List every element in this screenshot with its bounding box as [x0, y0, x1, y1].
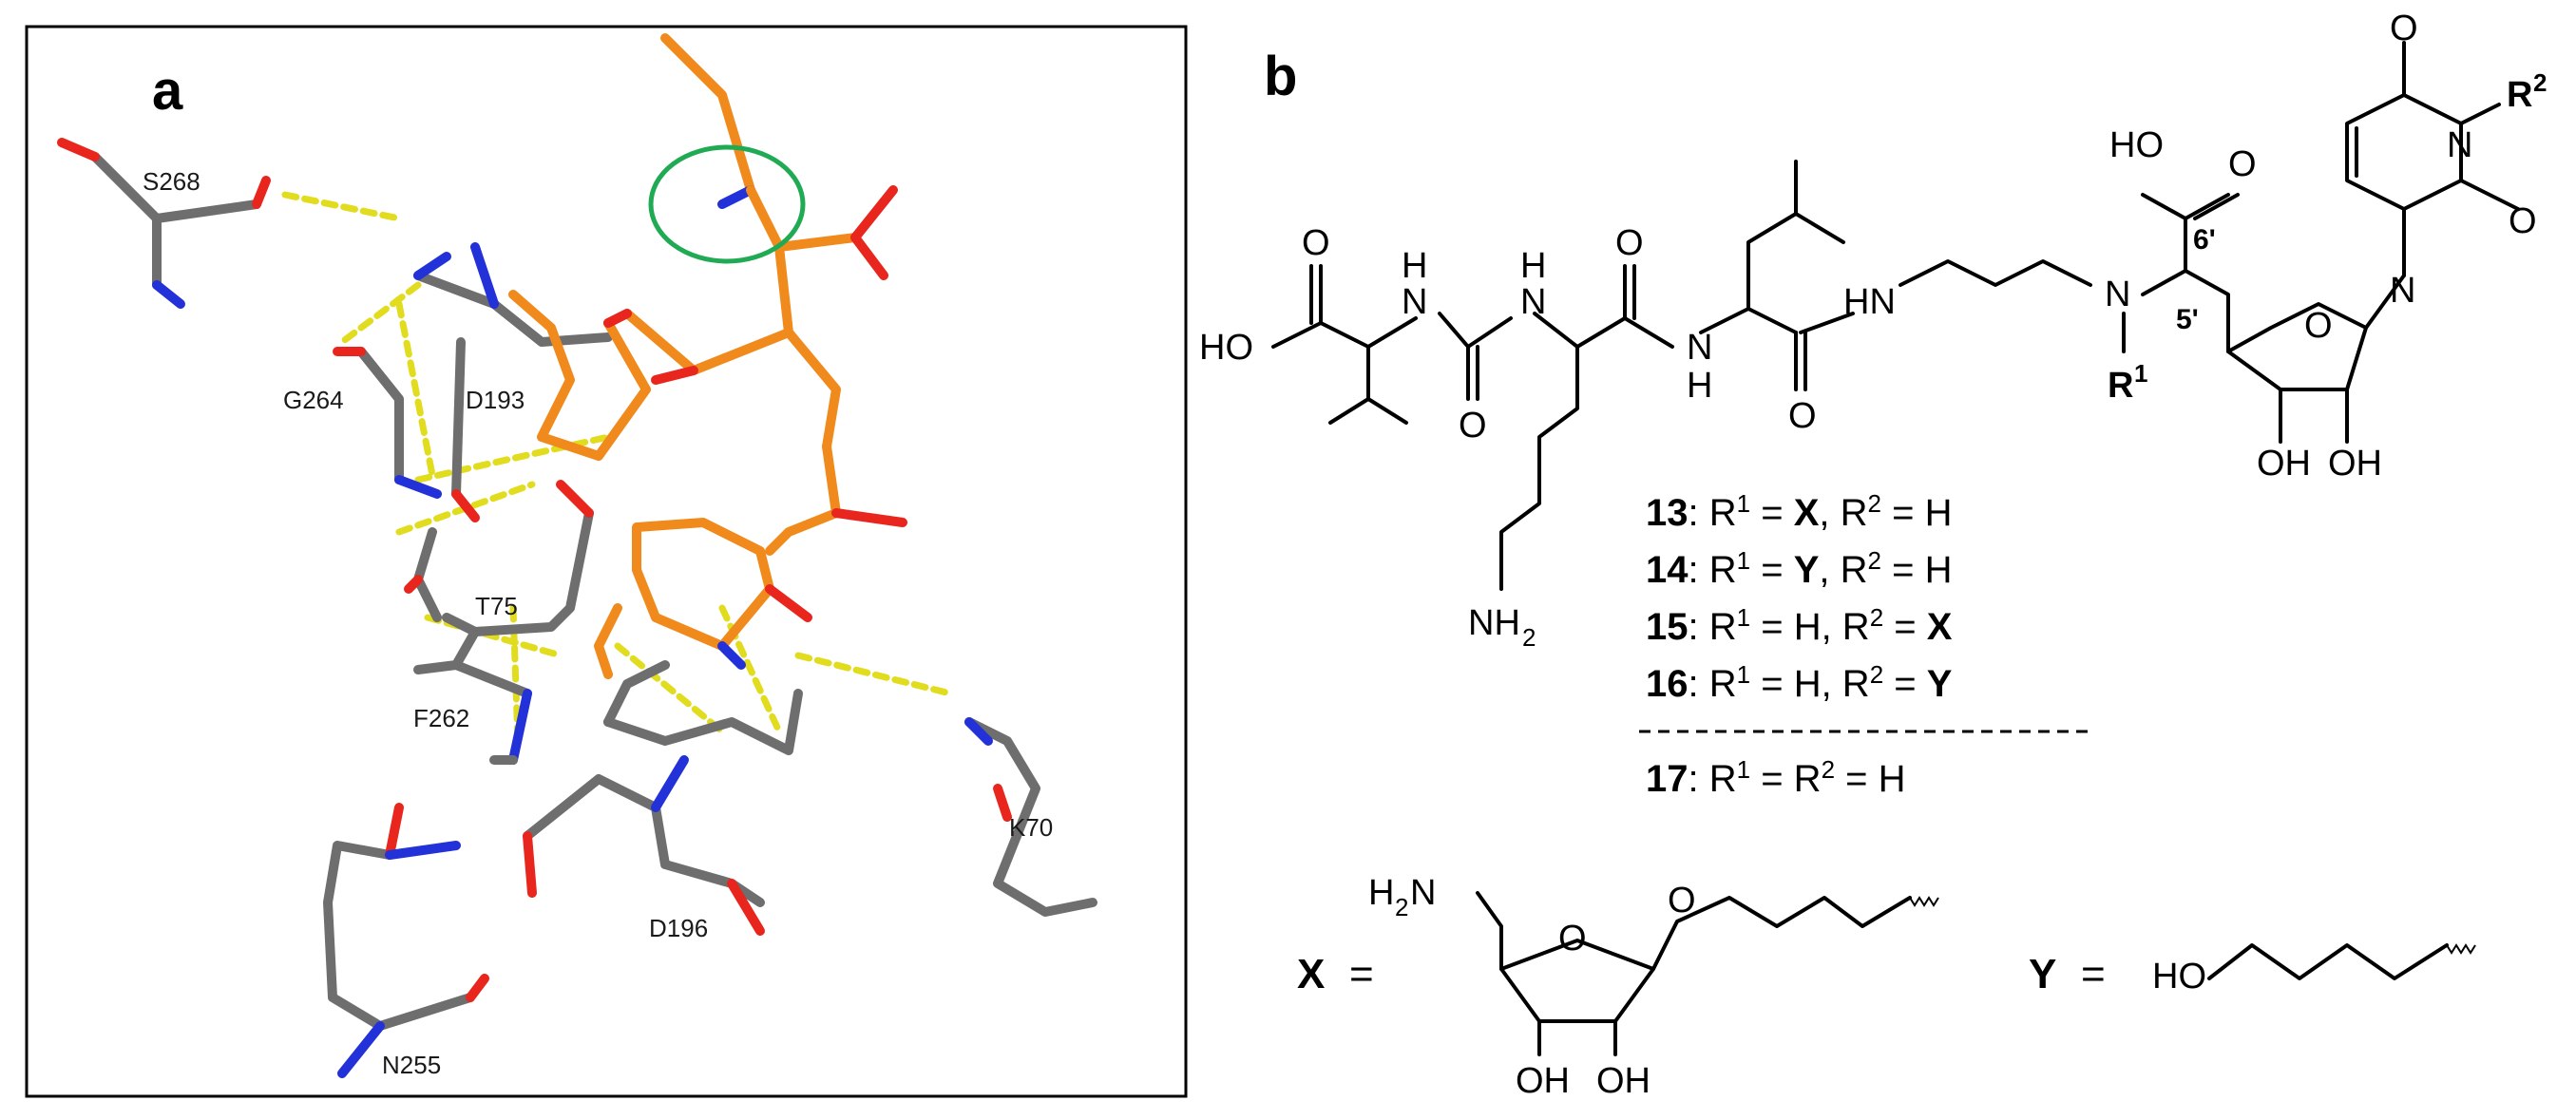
panel-a: a — [25, 25, 1188, 1098]
svg-text:Y: Y — [2029, 951, 2056, 997]
label-f262: F262 — [413, 704, 469, 732]
svg-text:N: N — [1410, 873, 1436, 913]
main-structure-bonds — [1271, 41, 2520, 591]
panel-a-frame — [25, 25, 1188, 1098]
svg-text:HN: HN — [1843, 282, 1896, 322]
x-substituent: X = H 2 N O O OH OH — [1297, 873, 1939, 1101]
svg-text:N: N — [1402, 282, 1427, 322]
svg-text:17: R1 = R2 = H: 17: R1 = R2 = H — [1646, 755, 1906, 800]
label-g264: G264 — [283, 386, 344, 414]
label-n255: N255 — [382, 1051, 441, 1079]
svg-text:HO: HO — [1199, 328, 1253, 368]
svg-text:X: X — [1297, 951, 1325, 997]
svg-text:NH: NH — [1468, 603, 1520, 643]
svg-text:O: O — [1788, 396, 1817, 436]
svg-text:=: = — [2081, 951, 2106, 997]
label-d196: D196 — [649, 914, 708, 942]
svg-text:O: O — [2304, 306, 2333, 346]
svg-text:16: R1 = H, R2 = Y: 16: R1 = H, R2 = Y — [1646, 660, 1953, 705]
svg-text:2: 2 — [2533, 68, 2547, 97]
svg-text:O: O — [1615, 223, 1644, 263]
svg-text:N: N — [2105, 275, 2130, 314]
svg-text:OH: OH — [1596, 1061, 1651, 1101]
label-k70: K70 — [1009, 813, 1053, 842]
svg-text:2: 2 — [1395, 893, 1408, 921]
panel-a-letter: a — [152, 60, 183, 122]
svg-text:N: N — [2390, 271, 2415, 311]
svg-text:H: H — [1402, 246, 1427, 286]
svg-text:O: O — [2228, 144, 2257, 184]
svg-text:H: H — [1368, 873, 1394, 913]
svg-text:O: O — [1558, 919, 1587, 959]
label-s268: S268 — [143, 167, 200, 196]
svg-text:6': 6' — [2193, 224, 2216, 256]
svg-text:N: N — [1687, 328, 1712, 368]
svg-text:14: R1 = Y, R2 = H: 14: R1 = Y, R2 = H — [1646, 546, 1952, 591]
svg-text:1: 1 — [2134, 359, 2147, 388]
svg-text:HO: HO — [2152, 957, 2206, 997]
svg-text:=: = — [1349, 951, 1374, 997]
svg-text:2: 2 — [1522, 623, 1536, 652]
svg-text:O: O — [1459, 406, 1487, 446]
protein-residues — [57, 138, 1097, 1078]
svg-text:O: O — [2390, 9, 2418, 48]
ammonium-highlight — [648, 144, 806, 264]
svg-text:15: R1 = H, R2 = X: 15: R1 = H, R2 = X — [1646, 603, 1953, 648]
svg-text:R: R — [2507, 75, 2532, 115]
svg-text:13: R1 = X, R2 = H: 13: R1 = X, R2 = H — [1646, 489, 1952, 534]
ligand — [508, 33, 907, 679]
svg-text:H: H — [1520, 246, 1546, 286]
atom-labels: HO O H N O H N O N H O HN N HO O O OH OH… — [1199, 9, 2547, 652]
svg-text:HO: HO — [2109, 125, 2164, 165]
svg-text:OH: OH — [2328, 444, 2382, 484]
y-substituent: Y = HO — [2029, 943, 2476, 997]
svg-text:OH: OH — [2257, 444, 2311, 484]
label-d193: D193 — [466, 386, 525, 414]
svg-text:5': 5' — [2176, 304, 2199, 335]
panel-b-letter: b — [1264, 46, 1297, 107]
svg-text:O: O — [1668, 881, 1696, 921]
svg-text:R: R — [2108, 366, 2133, 406]
panel-b: b — [1199, 9, 2547, 1101]
svg-text:OH: OH — [1516, 1061, 1570, 1101]
compound-list: 13: R1 = X, R2 = H 14: R1 = Y, R2 = H 15… — [1639, 489, 2090, 800]
svg-text:N: N — [1520, 282, 1546, 322]
svg-text:H: H — [1687, 366, 1712, 406]
svg-text:O: O — [1302, 223, 1330, 263]
svg-text:O: O — [2509, 201, 2537, 241]
label-t75: T75 — [475, 592, 518, 620]
svg-text:N: N — [2447, 125, 2472, 165]
